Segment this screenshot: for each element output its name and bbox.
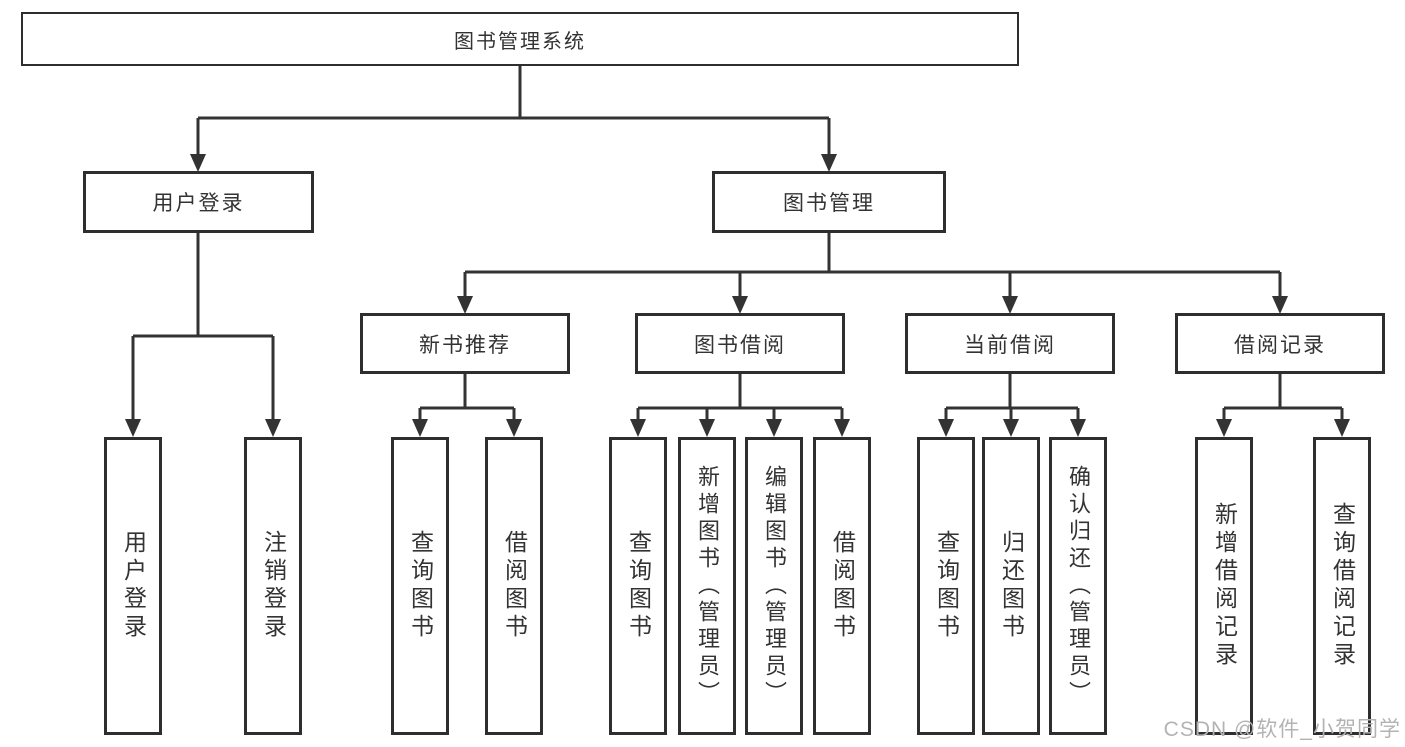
leaf-label: 查询图书: [933, 530, 960, 642]
leaf-label: 查询借阅记录: [1329, 502, 1356, 670]
leaf-label: 借阅图书: [829, 530, 856, 642]
node-root-system: 图书管理系统: [21, 12, 1019, 66]
node-label: 借阅记录: [1234, 333, 1326, 357]
node-label: 用户登录: [152, 192, 245, 215]
leaf-label: 借阅图书: [501, 530, 528, 642]
leaf-label: 查询图书: [625, 530, 652, 642]
leaf-label: 注销登录: [260, 530, 287, 642]
leaf-label: 编辑图书（管理员）: [762, 464, 787, 708]
leaf-add-books-admin: 新增图书（管理员）: [678, 437, 736, 735]
leaf-label: 用户登录: [120, 530, 147, 642]
leaf-label: 查询图书: [407, 530, 434, 642]
node-book-borrow: 图书借阅: [635, 313, 845, 374]
node-user-login: 用户登录: [83, 171, 314, 233]
node-book-management: 图书管理: [712, 171, 946, 233]
leaf-borrow-books: 借阅图书: [813, 437, 871, 735]
leaf-query-books-borrow: 查询图书: [609, 437, 667, 735]
connector-new-book-recommend-to-leaves: [412, 374, 522, 437]
node-label: 新书推荐: [419, 333, 511, 357]
connector-book-management-to-level3: [457, 233, 1288, 314]
node-label: 图书管理系统: [454, 30, 586, 53]
connector-current-borrow-to-leaves: [938, 374, 1086, 437]
leaf-user-login: 用户登录: [104, 437, 162, 735]
node-new-book-recommend: 新书推荐: [360, 313, 570, 374]
connector-user-login-to-leaves: [125, 233, 281, 437]
leaf-label: 新增图书（管理员）: [695, 464, 720, 708]
leaf-edit-books-admin: 编辑图书（管理员）: [745, 437, 803, 735]
csdn-watermark: CSDN @软件_小贺同学: [1163, 718, 1401, 741]
leaf-query-borrow-record: 查询借阅记录: [1313, 437, 1371, 735]
node-label: 图书借阅: [694, 333, 786, 357]
node-label: 图书管理: [783, 192, 875, 215]
leaf-logout: 注销登录: [244, 437, 302, 735]
connector-book-borrow-to-leaves: [630, 374, 850, 437]
leaf-label: 新增借阅记录: [1211, 502, 1238, 670]
connector-borrow-records-to-leaves: [1216, 374, 1350, 437]
leaf-label: 归还图书: [998, 530, 1025, 642]
leaf-borrow-books-recommend: 借阅图书: [485, 437, 543, 735]
node-label: 当前借阅: [964, 333, 1056, 357]
leaf-add-borrow-record: 新增借阅记录: [1195, 437, 1253, 735]
connector-root-to-level2: [190, 66, 837, 172]
leaf-query-books-recommend: 查询图书: [391, 437, 449, 735]
node-current-borrow: 当前借阅: [905, 313, 1115, 374]
leaf-return-books: 归还图书: [982, 437, 1040, 735]
leaf-confirm-return-admin: 确认归还（管理员）: [1049, 437, 1107, 735]
node-borrow-records: 借阅记录: [1175, 313, 1385, 374]
leaf-query-books-current: 查询图书: [917, 437, 975, 735]
leaf-label: 确认归还（管理员）: [1066, 464, 1091, 708]
